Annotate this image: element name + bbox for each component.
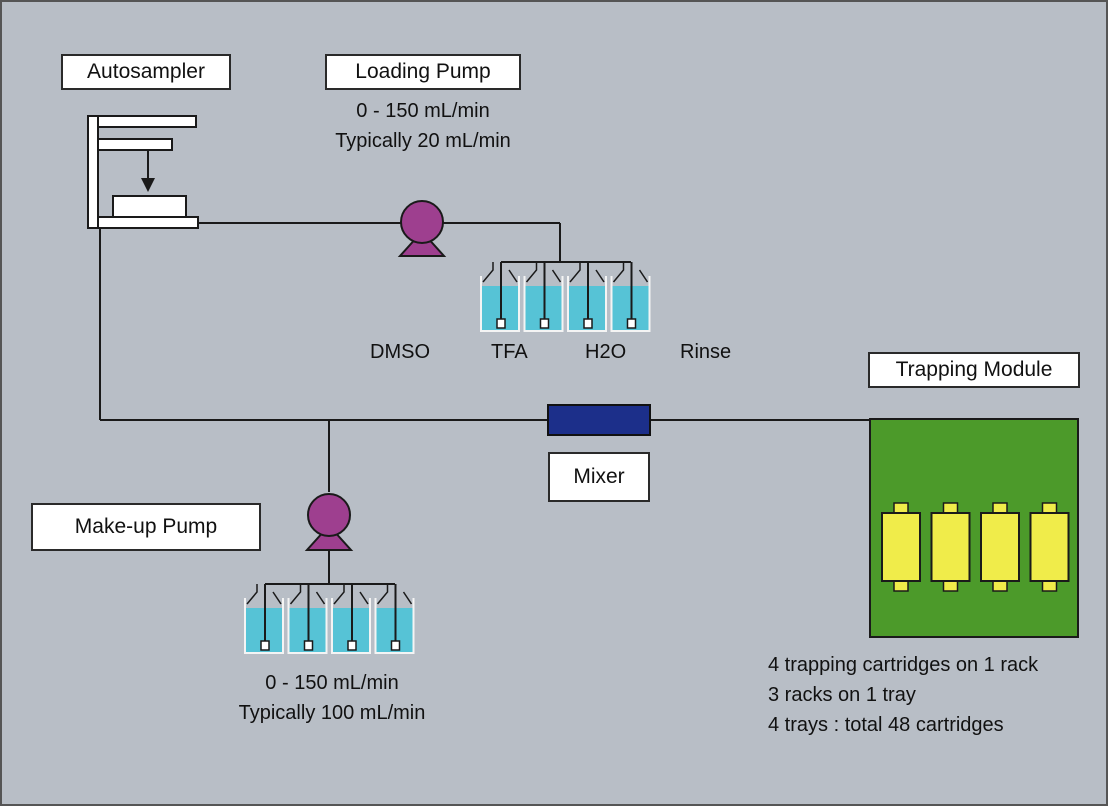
autosampler-base [97, 216, 199, 229]
makeup-pump-typical: Typically 100 mL/min [238, 702, 426, 724]
autosampler-arm-mid [97, 138, 173, 151]
trapping-cartridge-2 [930, 502, 971, 592]
makeup-reservoir-2 [287, 584, 328, 654]
tubing [99, 150, 899, 584]
loading-pump-icon [397, 200, 447, 257]
makeup-pump-icon [304, 493, 354, 551]
trapping-info-line-2: 3 racks on 1 tray [768, 684, 916, 706]
loading-pump-label: Loading Pump [325, 54, 521, 90]
loading-pump-info: 0 - 150 mL/min Typically 20 mL/min [290, 96, 556, 156]
loading-reservoirs [480, 261, 651, 332]
solvent-label-dmso: DMSO [370, 341, 430, 363]
loading-reservoir-2 [523, 262, 564, 332]
autosampler-post [87, 115, 99, 229]
mixer-icon [547, 404, 651, 436]
trapping-module-label: Trapping Module [868, 352, 1080, 388]
makeup-pump-label: Make-up Pump [31, 503, 261, 551]
autosampler-rack [87, 115, 199, 229]
autosampler-sample-block [112, 195, 187, 218]
loading-reservoir-4 [610, 262, 651, 332]
makeup-pump-info: 0 - 150 mL/min Typically 100 mL/min [200, 668, 464, 728]
autosampler-arrow-head [141, 178, 155, 192]
loading-pump-typical: Typically 20 mL/min [335, 130, 511, 152]
makeup-reservoir-3 [331, 584, 371, 654]
solvent-label-rinse: Rinse [680, 341, 732, 363]
makeup-reservoir-1 [244, 584, 284, 654]
makeup-reservoirs [244, 583, 415, 654]
loading-pump-range: 0 - 150 mL/min [356, 100, 490, 122]
solvent-label-h2o: H2O [585, 341, 627, 363]
autosampler-arm-top [97, 115, 197, 128]
cartridge-rack [881, 502, 1070, 592]
makeup-reservoir-4 [374, 584, 415, 654]
trapping-cartridge-1 [881, 502, 921, 592]
trapping-info-line-3: 4 trays : total 48 cartridges [768, 714, 1004, 736]
trapping-info: 4 trapping cartridges on 1 rack 3 racks … [768, 650, 1038, 740]
trapping-cartridge-4 [1029, 502, 1070, 592]
trapping-cartridge-3 [980, 502, 1020, 592]
trapping-info-line-1: 4 trapping cartridges on 1 rack [768, 654, 1039, 676]
solvent-label-tfa: TFA [491, 341, 528, 363]
makeup-pump-range: 0 - 150 mL/min [265, 672, 399, 694]
mixer-label: Mixer [548, 452, 650, 502]
loading-reservoir-1 [480, 262, 520, 332]
loading-reservoir-3 [567, 262, 607, 332]
autosampler-label: Autosampler [61, 54, 231, 90]
